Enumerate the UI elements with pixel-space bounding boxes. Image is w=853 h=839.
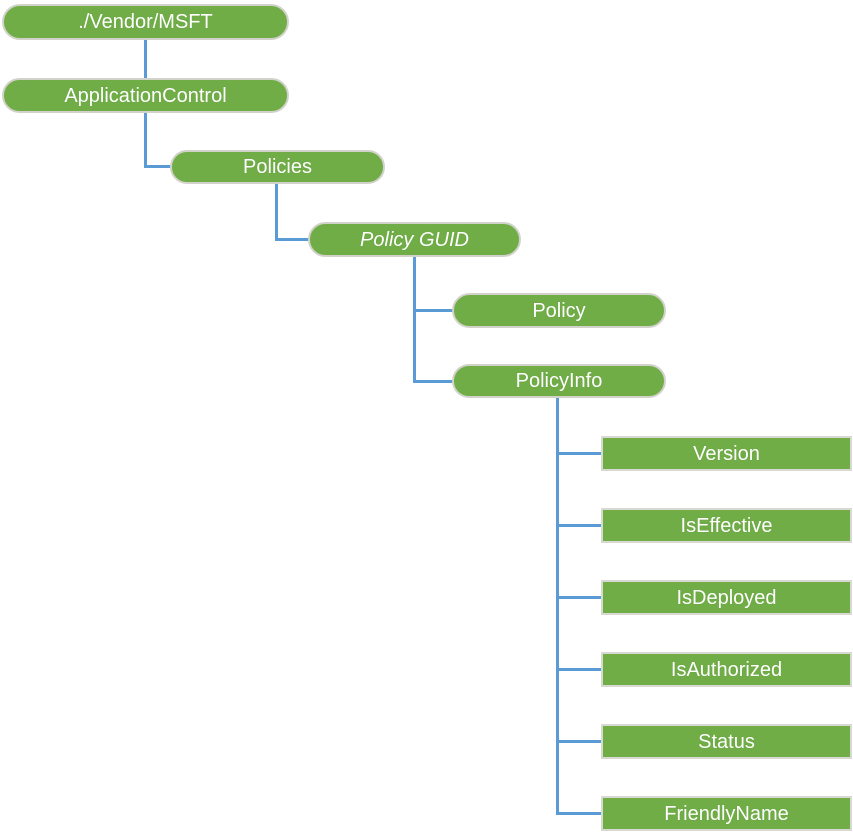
node-policy: Policy bbox=[452, 293, 666, 328]
connector-policyinfo-to-status bbox=[556, 740, 603, 743]
connector-policyinfo-to-isdeployed bbox=[556, 596, 603, 599]
connector-policies-to-policyguid-vertical bbox=[275, 184, 278, 241]
connector-policyinfo-to-version bbox=[556, 452, 603, 455]
connector-policyguid-to-policyinfo bbox=[413, 380, 454, 383]
connector-applicationcontrol-to-policies-horizontal bbox=[144, 165, 172, 168]
connector-policyinfo-to-iseffective bbox=[556, 524, 603, 527]
node-version: Version bbox=[601, 436, 852, 471]
connector-policyinfo-to-isauthorized bbox=[556, 668, 603, 671]
node-isauthorized: IsAuthorized bbox=[601, 652, 852, 687]
connector-vendor-to-applicationcontrol bbox=[144, 40, 147, 78]
node-isdeployed: IsDeployed bbox=[601, 580, 852, 615]
node-policies: Policies bbox=[170, 150, 385, 184]
connector-policies-to-policyguid-horizontal bbox=[275, 238, 310, 241]
node-policy-guid: Policy GUID bbox=[308, 222, 521, 257]
connector-policyinfo-to-friendlyname bbox=[556, 812, 603, 815]
node-friendlyname: FriendlyName bbox=[601, 796, 852, 831]
connector-policyinfo-trunk bbox=[556, 398, 559, 815]
connector-applicationcontrol-to-policies-vertical bbox=[144, 113, 147, 168]
node-policyinfo: PolicyInfo bbox=[452, 364, 666, 398]
node-iseffective: IsEffective bbox=[601, 508, 852, 543]
connector-policyguid-to-policy bbox=[413, 309, 454, 312]
connector-policyguid-trunk bbox=[413, 257, 416, 383]
node-status: Status bbox=[601, 724, 852, 759]
node-vendor-msft: ./Vendor/MSFT bbox=[2, 4, 289, 40]
node-applicationcontrol: ApplicationControl bbox=[2, 78, 289, 113]
